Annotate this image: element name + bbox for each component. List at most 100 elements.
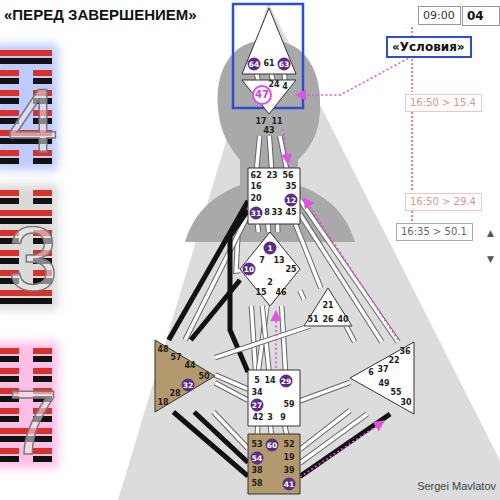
gate-number: 48	[157, 346, 168, 354]
channel-stroke	[215, 375, 248, 389]
gate-number: 28	[169, 390, 180, 398]
gate-number: 18	[157, 399, 168, 407]
channel-stroke	[300, 414, 390, 476]
gate-number: 35	[285, 183, 296, 191]
gate-number: 10	[243, 263, 256, 276]
hexagram-line	[0, 58, 52, 64]
channel-line	[346, 326, 354, 342]
channel-stroke	[300, 382, 350, 401]
gate-number: 2	[267, 279, 273, 287]
gate-number: 30	[400, 399, 411, 407]
flow-arrow	[275, 311, 277, 368]
channel-stroke	[251, 306, 255, 370]
time-box: 16:50 > 15.4	[405, 94, 482, 112]
callout-arrow	[296, 58, 408, 95]
channel-stroke	[271, 74, 272, 80]
gate-number: 43	[263, 127, 274, 135]
channel-stroke	[257, 224, 258, 232]
gate-number: 15	[255, 289, 266, 297]
energy-center: 536052541938395841	[248, 434, 300, 494]
channel-stroke	[257, 74, 259, 80]
scroll-arrow: ▲	[487, 228, 494, 238]
channel-stroke	[269, 136, 271, 168]
channel-line	[277, 224, 278, 232]
focus-frame	[233, 4, 303, 108]
channel-line	[257, 224, 258, 232]
gate-number: 8	[264, 209, 270, 217]
channel-line	[215, 375, 248, 389]
time-text: 16:50 > 29.4	[410, 196, 476, 208]
gate-number: 39	[283, 467, 294, 475]
gate-number: 60	[266, 439, 279, 452]
gate-number: 44	[184, 362, 195, 370]
gate-number: 37	[377, 366, 388, 374]
hexagram-line	[33, 198, 52, 204]
aura-triangle	[118, 2, 500, 500]
channel-stroke	[285, 426, 287, 434]
channel-stroke	[257, 136, 260, 168]
channel-stroke	[185, 215, 248, 340]
flow-arrow	[300, 421, 384, 477]
hexagram-line	[0, 356, 19, 362]
channel-stroke	[300, 200, 398, 342]
channel-line	[300, 382, 350, 401]
gate-number: 19	[283, 454, 294, 462]
channel-stroke	[257, 224, 258, 232]
channel-line	[185, 215, 248, 340]
channel-stroke	[256, 426, 260, 434]
channel-line	[300, 291, 304, 300]
channel-stroke	[268, 426, 274, 434]
channel-line	[257, 426, 258, 434]
gate-number: 59	[283, 401, 294, 409]
gate-number: 64	[248, 58, 261, 71]
time-text: 09:00	[423, 9, 455, 22]
channel-stroke	[300, 200, 398, 342]
hexagram-line	[0, 184, 58, 310]
channel-stroke	[173, 412, 248, 476]
channel-stroke	[271, 74, 272, 80]
channel-stroke	[191, 280, 240, 340]
energy-center: 646163	[242, 8, 296, 74]
gate-number: 22	[388, 357, 399, 365]
gate-number: 31	[250, 207, 263, 220]
channel-stroke	[257, 136, 260, 168]
channel-stroke	[275, 224, 281, 232]
channel-line	[284, 74, 285, 80]
hexagram-number: 3	[8, 208, 58, 311]
gate-number: 55	[390, 389, 401, 397]
hexagram-line	[0, 198, 19, 204]
hexagram-line	[0, 190, 19, 196]
gate-number: 25	[285, 266, 296, 274]
channel-stroke	[296, 58, 408, 95]
gate-number: 23	[266, 172, 277, 180]
gate-number: 27	[251, 399, 264, 412]
channel-stroke	[280, 136, 287, 168]
gate-number: 41	[283, 478, 296, 491]
gate-number: 21	[322, 302, 333, 310]
gate-number: 5	[254, 377, 260, 385]
channel-stroke	[300, 291, 304, 300]
gate-number: 50	[198, 373, 209, 381]
gate-number: 32	[182, 379, 195, 392]
gate-number: 14	[264, 377, 275, 385]
channel-stroke	[346, 326, 354, 342]
flow-arrow	[304, 198, 398, 340]
watermark: Sergei Mavlatov	[417, 480, 496, 492]
gate-number: 36	[399, 348, 410, 356]
channel-stroke	[300, 214, 382, 342]
channel-stroke	[280, 136, 287, 168]
channel-line	[300, 214, 382, 342]
gate-number: 49	[378, 380, 389, 388]
hexagram-number: 4	[8, 70, 58, 173]
channel-stroke	[255, 426, 261, 434]
channel-stroke	[346, 326, 354, 342]
channel-stroke	[215, 326, 310, 358]
gate-number: 38	[251, 467, 262, 475]
gate-number: 52	[283, 441, 294, 449]
channel-stroke	[285, 426, 287, 434]
channel-line	[251, 306, 255, 370]
gate-number: 16	[250, 183, 261, 191]
gate-number: 1	[264, 242, 277, 255]
gate-number: 45	[285, 209, 296, 217]
channel-stroke	[300, 291, 304, 300]
